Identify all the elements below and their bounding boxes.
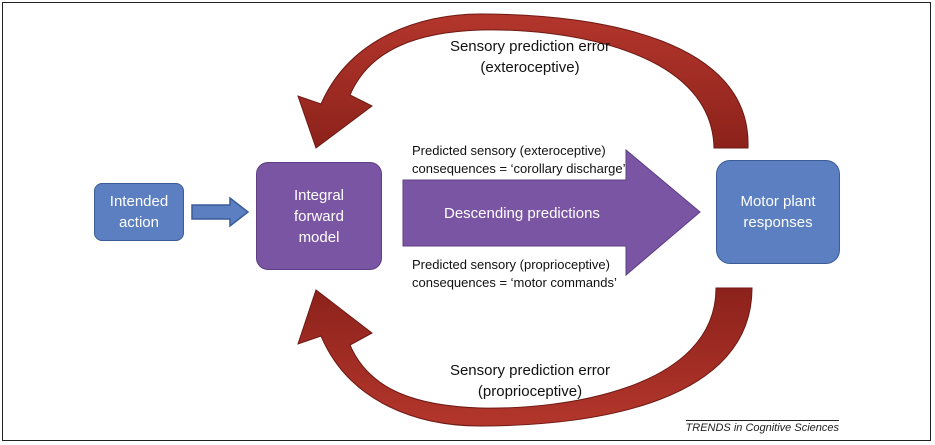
predicted-proprioceptive-label: Predicted sensory (proprioceptive) conse… bbox=[412, 257, 617, 290]
input-arrow bbox=[191, 196, 250, 228]
motor-plant-box: Motor plant responses bbox=[716, 160, 840, 264]
descending-predictions-arrow bbox=[402, 148, 701, 277]
descending-predictions-label: Descending predictions bbox=[444, 205, 600, 222]
top-error-arrow bbox=[297, 13, 749, 149]
intended-action-label: Intended action bbox=[109, 193, 169, 231]
intended-action-box: Intended action bbox=[94, 183, 184, 241]
predicted-exteroceptive-label: Predicted sensory (exteroceptive) conseq… bbox=[412, 143, 626, 176]
forward-model-box: Integral forward model bbox=[256, 162, 382, 270]
bottom-error-label: Sensory prediction error (proprioceptive… bbox=[449, 362, 611, 400]
source-credit: TRENDS in Cognitive Sciences bbox=[685, 420, 839, 434]
bottom-error-arrow bbox=[297, 287, 753, 427]
forward-model-label: Integral forward model bbox=[293, 186, 345, 246]
top-error-label: Sensory prediction error (exteroceptive) bbox=[449, 38, 611, 76]
motor-plant-label: Motor plant responses bbox=[740, 193, 816, 231]
